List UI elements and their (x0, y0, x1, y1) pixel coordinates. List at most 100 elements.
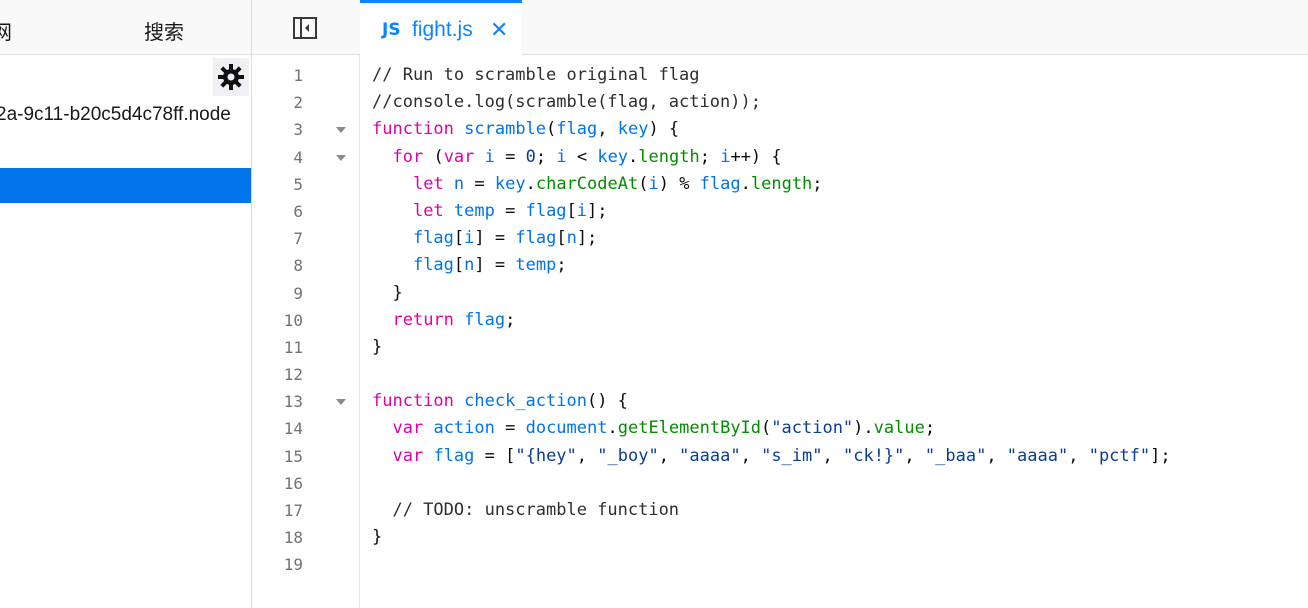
line-number[interactable]: 1 (293, 66, 303, 85)
line-number[interactable]: 16 (283, 473, 303, 493)
code-token: = (494, 146, 526, 167)
code-token: , (597, 119, 618, 140)
line-number[interactable]: 8 (293, 256, 303, 276)
code-token: n (566, 228, 577, 249)
selected-source-row[interactable] (0, 168, 251, 203)
code-token (372, 201, 413, 221)
code-token: "aaaa" (679, 445, 741, 466)
code-token: i (648, 173, 659, 194)
code-token (474, 147, 484, 167)
code-token: 0 (525, 146, 536, 167)
code-token: i (576, 200, 588, 221)
code-token: ( (423, 146, 444, 167)
fold-arrow-icon[interactable] (336, 399, 346, 406)
code-line[interactable] (372, 551, 1171, 578)
line-number[interactable]: 17 (283, 501, 303, 520)
code-line[interactable]: var action = document.getElementById("ac… (372, 415, 1171, 442)
code-token: ]; (576, 228, 598, 249)
line-number[interactable]: 2 (293, 93, 303, 113)
panel-divider[interactable] (251, 0, 252, 608)
line-number[interactable]: 10 (283, 310, 303, 330)
code-line[interactable]: // Run to scramble original flag (372, 62, 1171, 89)
code-token: "s_im" (761, 445, 823, 466)
code-token: action (433, 418, 495, 439)
code-token: getElementById (617, 418, 762, 439)
code-token: [ (556, 228, 567, 249)
fold-arrow-icon[interactable] (336, 154, 346, 161)
code-token: ; (924, 418, 936, 439)
code-line[interactable] (372, 470, 1171, 497)
code-line[interactable]: // TODO: unscramble function (372, 497, 1171, 524)
gear-icon (218, 64, 244, 90)
code-token: . (525, 173, 536, 194)
code-token: , (904, 445, 925, 466)
fold-arrow-icon[interactable] (336, 127, 346, 134)
code-token: ; (699, 146, 721, 167)
code-token: flag (699, 173, 741, 194)
code-line[interactable]: } (372, 334, 1171, 361)
code-line[interactable] (372, 361, 1171, 388)
code-token: [ (566, 200, 577, 221)
code-line[interactable]: //console.log(scramble(flag, action)); (372, 89, 1171, 116)
code-token: ( (546, 119, 557, 140)
settings-gear-button[interactable] (213, 58, 249, 96)
code-line[interactable]: let n = key.charCodeAt(i) % flag.length; (372, 171, 1171, 198)
line-number[interactable]: 15 (283, 446, 303, 466)
code-token: length (638, 146, 700, 167)
code-token: temp (453, 200, 495, 221)
source-tree-item[interactable]: 2a-9c11-b20c5d4c78ff.node (0, 104, 231, 125)
close-icon[interactable]: ✕ (490, 17, 509, 42)
code-line[interactable]: return flag; (372, 307, 1171, 334)
line-number[interactable]: 14 (283, 419, 303, 439)
code-token: ; (535, 146, 557, 167)
line-number[interactable]: 4 (252, 144, 359, 171)
line-number[interactable]: 11 (283, 337, 303, 357)
line-number[interactable]: 12 (283, 365, 303, 385)
line-number[interactable]: 13 (252, 388, 359, 415)
code-line[interactable]: let temp = flag[i]; (372, 198, 1171, 225)
code-token: ] = (474, 255, 516, 276)
code-token (372, 174, 413, 194)
code-line[interactable]: flag[n] = temp; (372, 252, 1171, 279)
code-token: ) { (648, 119, 680, 140)
code-token (372, 310, 392, 330)
code-line[interactable]: function scramble(flag, key) { (372, 116, 1171, 143)
code-line[interactable]: function check_action() { (372, 388, 1171, 415)
code-token: flag (412, 255, 454, 276)
line-number[interactable]: 7 (293, 229, 303, 249)
tab-search[interactable]: 搜索 (144, 22, 184, 44)
code-editor[interactable]: // Run to scramble original flag //consol… (372, 62, 1171, 579)
code-token: ) % (658, 173, 700, 194)
code-token: = (494, 418, 526, 439)
code-token: "ck!}" (842, 445, 905, 466)
code-token: var (392, 445, 424, 466)
line-number[interactable]: 6 (293, 201, 303, 221)
code-token: < (566, 146, 598, 167)
line-number[interactable]: 19 (283, 555, 303, 575)
code-token (423, 446, 433, 466)
line-number[interactable]: 18 (283, 528, 303, 548)
toggle-sidebar-icon[interactable] (293, 17, 317, 39)
tab-fight-js[interactable]: JS fight.js ✕ (360, 0, 522, 55)
code-line[interactable]: flag[i] = flag[n]; (372, 225, 1171, 252)
line-number[interactable]: 9 (293, 283, 303, 303)
tab-network[interactable]: 网 (0, 22, 12, 44)
code-token: function (372, 119, 454, 140)
code-token: , (740, 445, 762, 466)
line-number[interactable]: 3 (252, 116, 359, 143)
gutter-divider (359, 54, 360, 608)
code-line[interactable]: for (var i = 0; i < key.length; i++) { (372, 144, 1171, 171)
code-token: [ (453, 255, 465, 276)
code-token (444, 201, 454, 221)
code-token: scramble (464, 119, 547, 140)
code-token: //console.log(scramble(flag, action)); (372, 92, 761, 113)
code-line[interactable]: } (372, 524, 1171, 551)
line-number[interactable]: 5 (293, 174, 303, 194)
code-token: function (372, 391, 454, 412)
code-line[interactable]: } (372, 280, 1171, 307)
code-token (454, 119, 464, 139)
code-line[interactable]: var flag = ["{hey", "_boy", "aaaa", "s_i… (372, 443, 1170, 470)
code-token: } (372, 527, 383, 548)
code-token (372, 147, 392, 167)
